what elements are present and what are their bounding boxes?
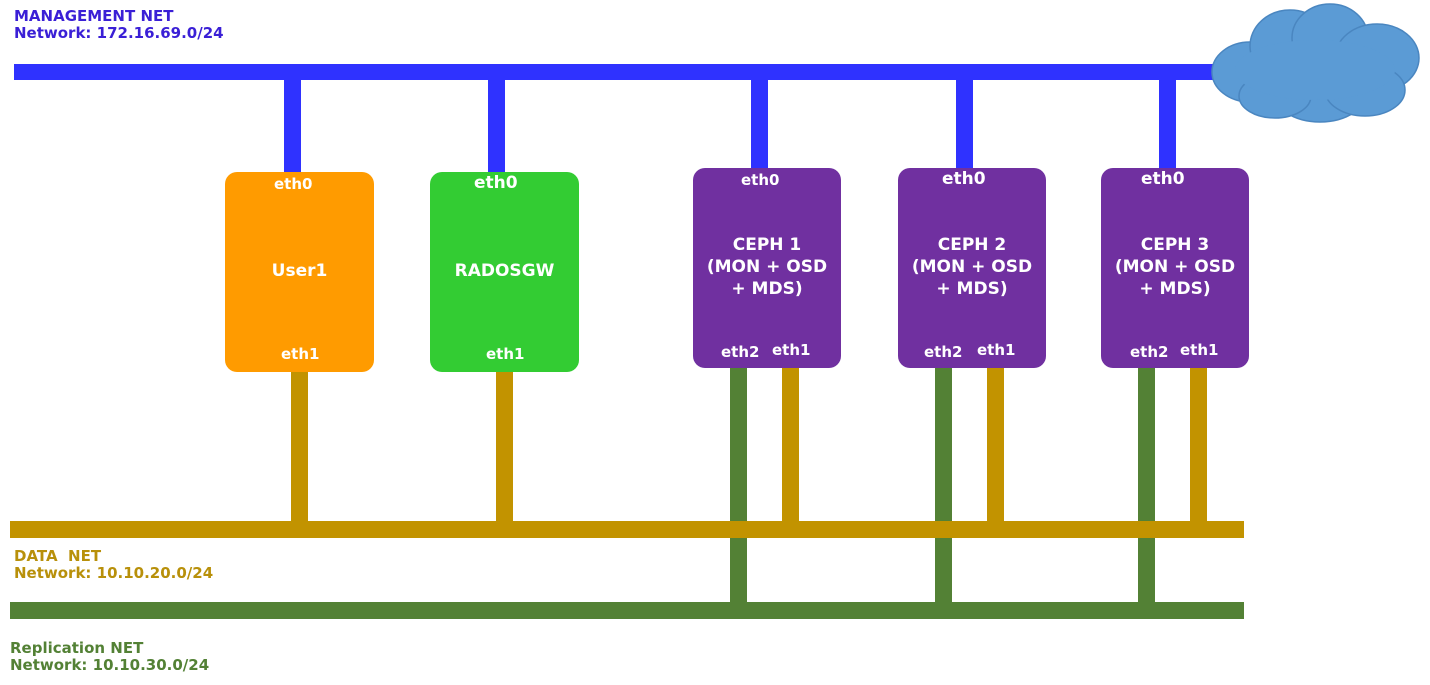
ceph2-eth0-port: eth0 <box>942 169 986 189</box>
radosgw-title: RADOSGW <box>430 260 579 282</box>
user1-eth1-port: eth1 <box>281 345 320 363</box>
ceph1-eth2-port: eth2 <box>721 343 760 361</box>
ceph3-eth2-port: eth2 <box>1130 343 1169 361</box>
user1-eth1-link <box>291 372 308 524</box>
ceph2-eth1-port: eth1 <box>977 341 1016 359</box>
radosgw-title-line: RADOSGW <box>454 261 555 281</box>
ceph3-eth0-port: eth0 <box>1141 169 1185 189</box>
cloud-icon <box>1211 3 1420 123</box>
data-net-name: DATA NET <box>14 547 102 565</box>
ceph1-eth0-port: eth0 <box>741 171 780 189</box>
replication-bus <box>10 602 1244 619</box>
ceph2-title-line-1: CEPH 2 <box>937 235 1007 255</box>
replication-net-address: Network: 10.10.30.0/24 <box>10 656 210 674</box>
ceph1-eth1-port: eth1 <box>772 341 811 359</box>
ceph1-title-line-2: (MON + OSD <box>706 257 828 277</box>
ceph1-title: CEPH 1 (MON + OSD + MDS) <box>693 234 841 300</box>
node-ceph2[interactable]: eth0 CEPH 2 (MON + OSD + MDS) eth2 eth1 <box>898 168 1046 368</box>
user1-eth0-port: eth0 <box>274 175 313 193</box>
ceph2-eth2-link <box>935 368 952 604</box>
ceph1-eth0-link <box>751 78 768 170</box>
ceph3-eth2-link <box>1138 368 1155 604</box>
ceph3-eth1-port: eth1 <box>1180 341 1219 359</box>
ceph3-eth0-link <box>1159 78 1176 170</box>
user1-title: User1 <box>225 260 374 282</box>
user1-title-line: User1 <box>271 261 328 281</box>
ceph3-title: CEPH 3 (MON + OSD + MDS) <box>1101 234 1249 300</box>
radosgw-eth0-link <box>488 78 505 174</box>
ceph2-eth1-link <box>987 368 1004 524</box>
radosgw-eth1-port: eth1 <box>486 345 525 363</box>
ceph1-eth2-link <box>730 368 747 604</box>
management-net-label: MANAGEMENT NET Network: 172.16.69.0/24 <box>14 8 224 42</box>
replication-net-name: Replication NET <box>10 639 144 657</box>
user1-eth0-link <box>284 78 301 174</box>
management-bus <box>14 64 1229 80</box>
ceph2-eth2-port: eth2 <box>924 343 963 361</box>
node-ceph3[interactable]: eth0 CEPH 3 (MON + OSD + MDS) eth2 eth1 <box>1101 168 1249 368</box>
ceph2-eth0-link <box>956 78 973 170</box>
data-net-address: Network: 10.10.20.0/24 <box>14 564 214 582</box>
ceph3-title-line-2: (MON + OSD <box>1114 257 1236 277</box>
management-net-address: Network: 172.16.69.0/24 <box>14 24 224 42</box>
node-ceph1[interactable]: eth0 CEPH 1 (MON + OSD + MDS) eth2 eth1 <box>693 168 841 368</box>
ceph3-title-line-1: CEPH 3 <box>1140 235 1210 255</box>
data-bus <box>10 521 1244 538</box>
ceph1-eth1-link <box>782 368 799 524</box>
radosgw-eth0-port: eth0 <box>474 173 518 193</box>
ceph2-title-line-2: (MON + OSD <box>911 257 1033 277</box>
replication-net-label: Replication NET Network: 10.10.30.0/24 <box>10 640 209 674</box>
ceph3-title-line-3: + MDS) <box>1139 279 1211 299</box>
node-radosgw[interactable]: eth0 RADOSGW eth1 <box>430 172 579 372</box>
data-net-label: DATA NET Network: 10.10.20.0/24 <box>14 548 213 582</box>
radosgw-eth1-link <box>496 372 513 524</box>
ceph2-title-line-3: + MDS) <box>936 279 1008 299</box>
management-net-name: MANAGEMENT NET <box>14 7 174 25</box>
node-user1[interactable]: eth0 User1 eth1 <box>225 172 374 372</box>
ceph1-title-line-1: CEPH 1 <box>732 235 802 255</box>
ceph3-eth1-link <box>1190 368 1207 524</box>
ceph1-title-line-3: + MDS) <box>731 279 803 299</box>
ceph2-title: CEPH 2 (MON + OSD + MDS) <box>898 234 1046 300</box>
